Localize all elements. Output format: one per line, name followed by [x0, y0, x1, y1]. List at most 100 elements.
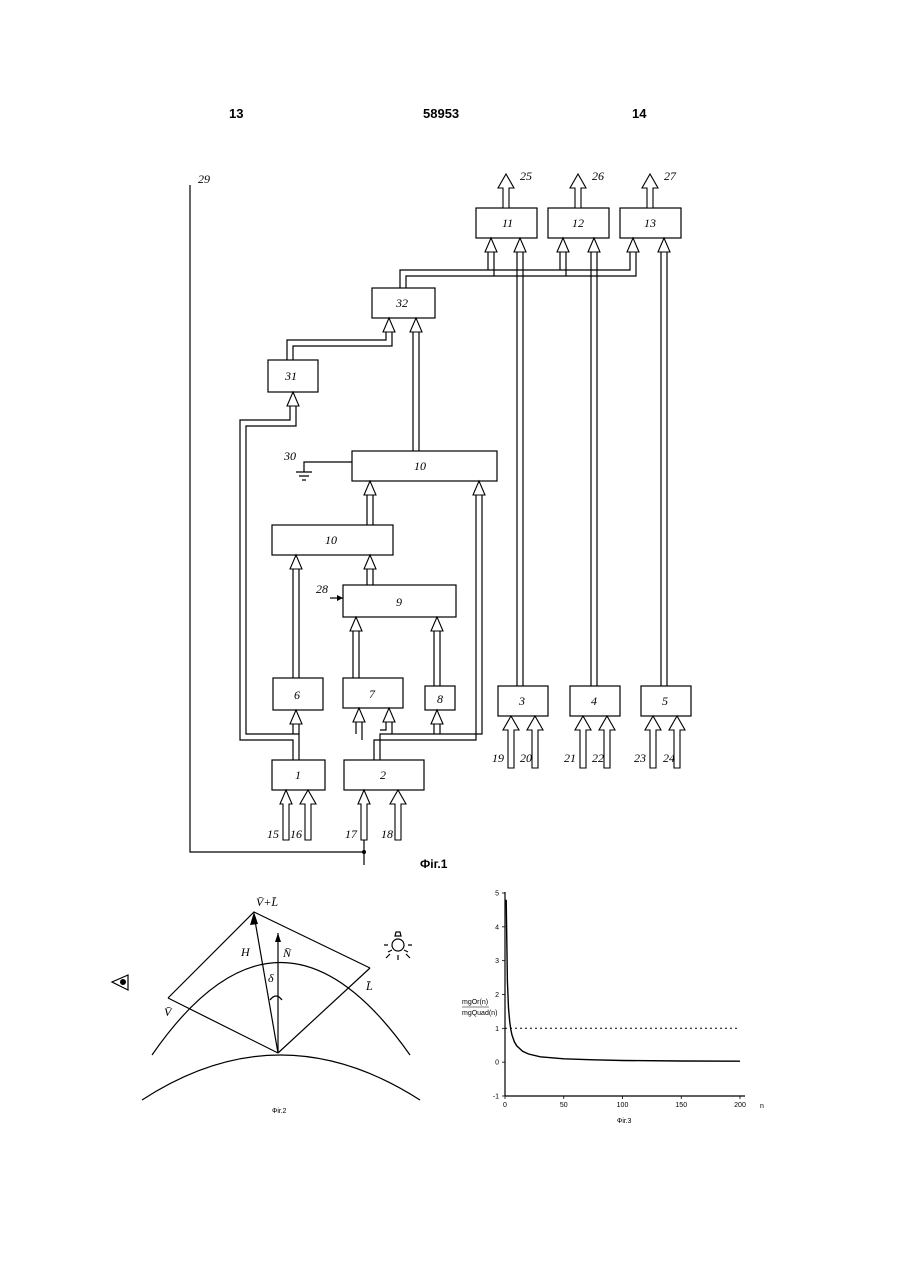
arrow-28: [337, 595, 343, 601]
label-delta: δ: [268, 971, 274, 985]
bus-2-7b: [380, 722, 392, 734]
label-output-25: 25: [520, 169, 532, 183]
vector-h: [254, 915, 278, 1053]
bus-tap-13: [560, 252, 566, 276]
output-arrow-27: [642, 174, 658, 208]
bus-10-11: [367, 495, 373, 525]
label-output-26: 26: [592, 169, 604, 183]
bus-2-7a: [356, 722, 362, 740]
y-tick-label: 4: [495, 924, 499, 931]
label-h: H: [240, 945, 251, 959]
label-input-19: 19: [492, 751, 504, 765]
arrow-to-12a: [485, 238, 497, 252]
arrow-to-12b: [514, 238, 526, 252]
tick-layer: 050100150200-1012345: [493, 891, 746, 1110]
label-input-15: 15: [267, 827, 279, 841]
x-tick-label: 50: [560, 1102, 568, 1109]
arrow-to-13a: [557, 238, 569, 252]
label-block-1: 1: [295, 768, 301, 782]
arrow-to-14b: [658, 238, 670, 252]
label-block-2: 2: [380, 768, 386, 782]
label-block-14: 13: [644, 216, 656, 230]
label-block-7: 7: [369, 687, 376, 701]
y-label-denominator: mgQuad(n): [462, 1010, 497, 1017]
fig2-caption: Фіг.2: [272, 1107, 287, 1115]
y-tick-label: 0: [495, 1060, 499, 1067]
vector-l: [278, 968, 370, 1053]
fig2-vector-diagram: V̄+L̄ H N̄ δ L̄ V̄: [112, 895, 420, 1100]
x-tick-label: 100: [617, 1102, 629, 1109]
y-tick-label: 1: [495, 1026, 499, 1033]
arrow-to-6: [290, 710, 302, 724]
surface-arc: [142, 1055, 420, 1100]
label-n: N̄: [282, 946, 292, 960]
y-tick-label: -1: [493, 1094, 499, 1101]
label-input-18: 18: [381, 827, 393, 841]
arrow-to-9b: [431, 617, 443, 631]
label-block-6: 6: [294, 688, 300, 702]
fig3-caption: Фіг.3: [617, 1117, 632, 1125]
bus-31-32: [287, 332, 392, 360]
arrow-to-8: [431, 710, 443, 724]
vector-sum: [168, 912, 370, 998]
label-input-20: 20: [520, 751, 532, 765]
label-block-31: 31: [284, 369, 297, 383]
arrow-to-9a: [350, 617, 362, 631]
y-tick-label: 3: [495, 958, 499, 965]
label-block-5: 5: [662, 694, 668, 708]
label-input-17: 17: [345, 827, 358, 841]
label-v: V̄: [164, 1005, 173, 1019]
bus-8-9: [434, 631, 440, 686]
bus-3-12: [517, 252, 523, 686]
arrow-to-7a: [353, 708, 365, 722]
label-block-9: 9: [396, 595, 402, 609]
label-input-21: 21: [564, 751, 576, 765]
arrow-to-11b: [473, 481, 485, 495]
x-tick-label: 200: [734, 1102, 746, 1109]
label-29: 29: [198, 172, 210, 186]
label-block-13: 12: [572, 216, 584, 230]
angle-delta: [270, 996, 282, 1000]
label-input-22: 22: [592, 751, 604, 765]
arrow-to-32a: [383, 318, 395, 332]
bus-9-10: [367, 569, 373, 585]
lightbulb-icon: [384, 932, 412, 960]
bus-32-top: [400, 252, 630, 288]
bus-2-8: [434, 724, 440, 734]
label-output-27: 27: [664, 169, 677, 183]
arrow-to-14a: [627, 238, 639, 252]
arrowhead-n: [275, 933, 281, 942]
bus-5-14: [661, 252, 667, 686]
ground-symbol: [296, 472, 312, 480]
y-label-numerator: mgOr(n): [462, 999, 488, 1006]
fig3-chart: 050100150200-1012345 mgOr(n) mgQuad(n) n: [462, 891, 764, 1111]
label-block-3: 3: [518, 694, 525, 708]
arrow-to-7b: [383, 708, 395, 722]
label-block-32: 32: [395, 296, 408, 310]
label-input-16: 16: [290, 827, 302, 841]
bus-4-13: [591, 252, 597, 686]
line-30: [304, 462, 352, 472]
arrow-to-31: [287, 392, 299, 406]
label-v-plus-l: V̄+L̄: [256, 895, 278, 909]
line-29: [190, 185, 364, 852]
eye-icon: [112, 975, 128, 990]
label-block-12: 11: [502, 216, 513, 230]
output-arrow-25: [498, 174, 514, 208]
bus-11-32: [413, 332, 419, 451]
vector-v: [168, 998, 278, 1053]
y-tick-label: 2: [495, 992, 499, 999]
fig1-caption: Фіг.1: [420, 857, 448, 871]
y-tick-label: 5: [495, 891, 499, 898]
label-input-23: 23: [634, 751, 646, 765]
arrow-to-11a: [364, 481, 376, 495]
arrow-to-10b: [364, 555, 376, 569]
x-tick-label: 0: [503, 1102, 507, 1109]
output-arrow-26: [570, 174, 586, 208]
label-l: L̄: [365, 979, 373, 993]
label-block-10: 10: [325, 533, 337, 547]
bus-1-6: [293, 724, 299, 734]
bus-6-10: [293, 569, 299, 678]
x-axis-label: n: [760, 1103, 764, 1110]
